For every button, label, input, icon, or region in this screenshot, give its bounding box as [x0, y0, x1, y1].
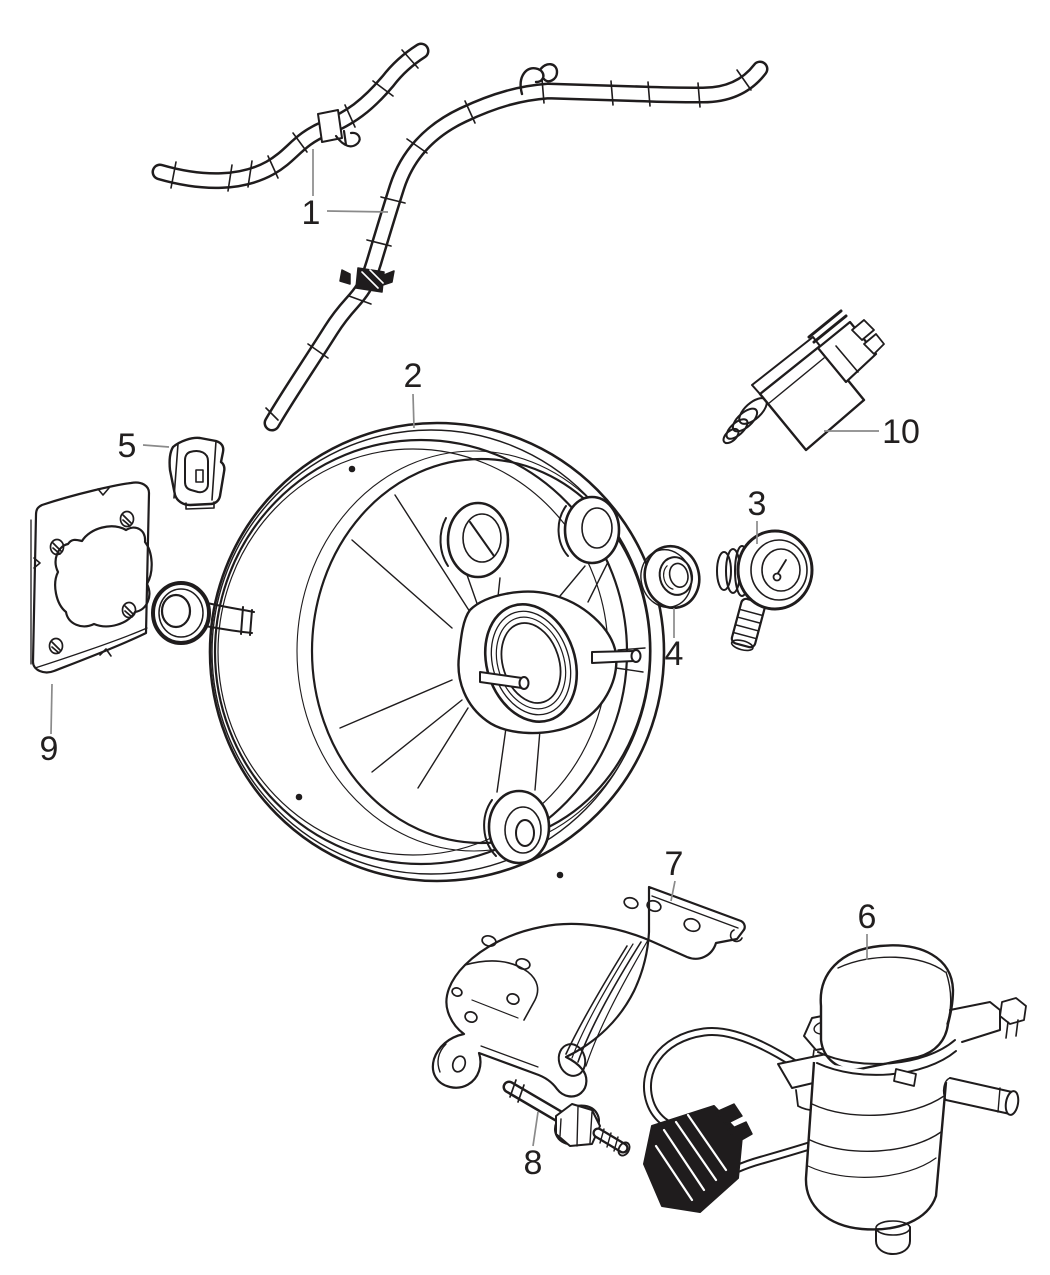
part-number-label: 1	[302, 194, 321, 232]
callout-6: 6	[858, 898, 877, 960]
part-check-valve	[716, 529, 814, 652]
part-vacuum-pump	[642, 944, 1027, 1255]
plate-bolt-holes	[48, 510, 137, 655]
bracket-holes	[451, 896, 701, 1077]
hose-b-core	[266, 63, 766, 429]
callouts: 1 2 3 4 5 6 7 8	[40, 149, 920, 1182]
part-grommet	[640, 544, 701, 610]
callout-8: 8	[524, 1111, 543, 1182]
clip-channel	[184, 450, 209, 494]
valve-head	[736, 529, 814, 611]
leader-line	[142, 444, 170, 448]
part-pressure-sensor	[722, 309, 885, 452]
leader-line	[412, 393, 415, 429]
plate-thickness-edges	[30, 519, 148, 669]
part-number-label: 2	[404, 357, 423, 395]
callout-2: 2	[404, 357, 423, 429]
part-number-label: 4	[665, 635, 684, 673]
pump-harness-connector	[643, 1103, 753, 1213]
part-retaining-clip	[168, 436, 226, 510]
hose-b-butterfly-clamp	[339, 267, 395, 293]
pump-outlet-port	[942, 997, 1027, 1116]
callout-5: 5	[118, 427, 170, 465]
flange-studs	[479, 649, 642, 690]
leader-line	[532, 1111, 539, 1147]
plate-center-hole	[54, 525, 153, 628]
part-number-label: 5	[118, 427, 137, 465]
callout-9: 9	[40, 683, 59, 768]
callout-10: 10	[824, 413, 920, 451]
leader-line	[670, 880, 676, 902]
sensor-port	[722, 397, 768, 445]
leader-line	[50, 683, 53, 735]
part-mounting-plate	[30, 481, 153, 674]
clip-details	[173, 440, 217, 510]
pump-body	[804, 944, 957, 1255]
part-number-label: 8	[524, 1144, 543, 1182]
leader-line	[326, 210, 389, 213]
part-brake-booster	[151, 421, 666, 883]
booster-shell	[208, 421, 666, 883]
part-number-label: 6	[858, 898, 877, 936]
part-mounting-stud	[502, 1079, 631, 1157]
booster-pushrod	[151, 581, 255, 645]
part-number-label: 10	[882, 413, 920, 451]
part-number-label: 9	[40, 730, 59, 768]
bracket-folds	[437, 960, 539, 1073]
bracket-outline	[431, 885, 746, 1098]
part-vacuum-hose-assembly	[151, 42, 769, 432]
hose-b-segment-marks	[265, 69, 752, 421]
booster-mounting-bosses	[439, 495, 621, 865]
hose-b-spring-clamp	[519, 63, 559, 96]
hose-a-segment-marks	[170, 49, 419, 192]
part-number-label: 3	[748, 485, 767, 523]
callout-1: 1	[302, 149, 389, 232]
hose-a-fitting-hook	[334, 129, 361, 148]
booster-face-ribs	[339, 494, 646, 793]
hose-a-outline	[151, 42, 430, 190]
callout-3: 3	[748, 485, 767, 544]
callout-4: 4	[665, 608, 684, 673]
part-number-label: 7	[665, 845, 684, 883]
hose-a-clamp	[317, 109, 343, 143]
booster-center-flange	[457, 590, 642, 735]
part-pump-bracket	[431, 885, 746, 1098]
plate-edge-notches	[33, 487, 112, 657]
callout-7: 7	[665, 845, 684, 902]
